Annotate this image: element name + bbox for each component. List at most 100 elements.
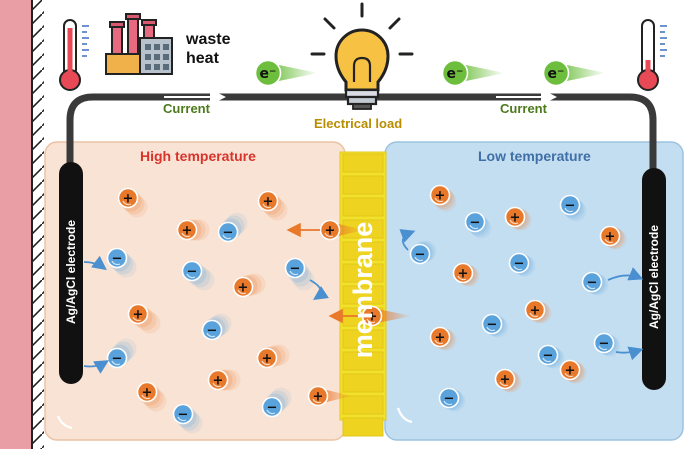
svg-text:+: + bbox=[325, 224, 336, 239]
right-electrode-label: Ag/AgCl electrode bbox=[647, 225, 661, 330]
cation-ion: + bbox=[232, 276, 254, 298]
anion-ion: − bbox=[172, 403, 194, 425]
svg-text:+: + bbox=[142, 386, 153, 401]
electrical-load-label: Electrical load bbox=[314, 116, 403, 131]
anion-path-arrow bbox=[607, 267, 644, 281]
corner-mark bbox=[56, 415, 73, 430]
anion-ion: − bbox=[409, 243, 431, 265]
anion-ion: − bbox=[181, 260, 203, 282]
electron-icon: e⁻ bbox=[441, 59, 469, 87]
svg-text:+: + bbox=[133, 308, 144, 323]
anion-ion: − bbox=[559, 194, 581, 216]
svg-text:+: + bbox=[182, 224, 193, 239]
svg-text:−: − bbox=[543, 349, 554, 364]
cation-ion: + bbox=[176, 219, 198, 241]
cation-ion: + bbox=[117, 187, 139, 209]
anion-ion: − bbox=[106, 347, 128, 369]
cation-ion: + bbox=[504, 206, 526, 228]
anion-ion: − bbox=[217, 221, 239, 243]
svg-text:−: − bbox=[415, 248, 426, 263]
cation-ion: + bbox=[452, 262, 474, 284]
cation-ion: + bbox=[257, 190, 279, 212]
corner-mark bbox=[396, 407, 413, 424]
anion-path-arrow bbox=[615, 346, 644, 361]
electron-trail bbox=[461, 64, 505, 82]
svg-text:−: − bbox=[290, 262, 301, 277]
anion-ion: − bbox=[438, 387, 460, 409]
waste-heat-label: waste heat bbox=[186, 30, 230, 68]
svg-text:e⁻: e⁻ bbox=[260, 66, 277, 82]
svg-text:+: + bbox=[238, 281, 249, 296]
svg-text:−: − bbox=[223, 226, 234, 241]
cation-ion: + bbox=[136, 381, 158, 403]
left-electrode bbox=[59, 162, 83, 384]
anion-ion: − bbox=[464, 211, 486, 233]
svg-text:+: + bbox=[565, 364, 576, 379]
svg-text:−: − bbox=[514, 257, 525, 272]
anion-ion: − bbox=[284, 257, 306, 279]
svg-text:−: − bbox=[565, 199, 576, 214]
waste-heat-line2: heat bbox=[186, 50, 219, 67]
svg-text:−: − bbox=[444, 392, 455, 407]
svg-text:+: + bbox=[262, 352, 273, 367]
wall-hatch-icon bbox=[0, 0, 44, 449]
high-temperature-chamber bbox=[44, 141, 346, 441]
cation-ion: + bbox=[361, 305, 383, 327]
thermometer-hot-icon bbox=[59, 19, 89, 91]
electron-trail bbox=[562, 64, 606, 82]
current-label-left: Current bbox=[163, 101, 210, 116]
electron-icon: e⁻ bbox=[254, 59, 282, 87]
current-label-right: Current bbox=[500, 101, 547, 116]
svg-text:−: − bbox=[178, 408, 189, 423]
low-temperature-chamber bbox=[384, 141, 684, 441]
cation-ion: + bbox=[127, 303, 149, 325]
anion-ion: − bbox=[581, 271, 603, 293]
cation-ion: + bbox=[524, 299, 546, 321]
anion-ion: − bbox=[508, 252, 530, 274]
cation-ion: + bbox=[429, 326, 451, 348]
cation-trail bbox=[372, 308, 412, 324]
svg-text:+: + bbox=[367, 310, 378, 325]
svg-text:−: − bbox=[207, 324, 218, 339]
lightbulb-icon bbox=[310, 2, 414, 110]
electron-icon: e⁻ bbox=[542, 59, 570, 87]
svg-text:+: + bbox=[435, 331, 446, 346]
cation-ion: + bbox=[599, 225, 621, 247]
svg-text:−: − bbox=[487, 318, 498, 333]
cation-ion: + bbox=[494, 368, 516, 390]
svg-text:−: − bbox=[187, 265, 198, 280]
anion-ion: − bbox=[481, 313, 503, 335]
right-electrode bbox=[642, 168, 666, 390]
anion-ion: − bbox=[201, 319, 223, 341]
cation-ion: + bbox=[559, 359, 581, 381]
svg-text:−: − bbox=[112, 352, 123, 367]
svg-text:+: + bbox=[435, 189, 446, 204]
cation-ion: + bbox=[307, 385, 329, 407]
svg-text:e⁻: e⁻ bbox=[548, 66, 565, 82]
svg-text:+: + bbox=[530, 304, 541, 319]
svg-text:−: − bbox=[112, 252, 123, 267]
anion-ion: − bbox=[106, 247, 128, 269]
thermometer-cold-icon bbox=[637, 19, 667, 91]
low-temperature-label: Low temperature bbox=[478, 148, 591, 164]
svg-text:e⁻: e⁻ bbox=[447, 66, 464, 82]
svg-text:+: + bbox=[313, 390, 324, 405]
svg-text:−: − bbox=[587, 276, 598, 291]
cation-ion: + bbox=[319, 219, 341, 241]
factory-icon bbox=[105, 13, 173, 75]
svg-text:+: + bbox=[213, 374, 224, 389]
svg-text:−: − bbox=[470, 216, 481, 231]
svg-text:+: + bbox=[123, 192, 134, 207]
anion-ion: − bbox=[593, 332, 615, 354]
anion-path-arrow bbox=[83, 360, 110, 374]
anion-ion: − bbox=[537, 344, 559, 366]
cation-ion: + bbox=[207, 369, 229, 391]
high-temperature-label: High temperature bbox=[140, 148, 256, 164]
svg-text:+: + bbox=[263, 195, 274, 210]
anion-ion: − bbox=[261, 396, 283, 418]
waste-heat-line1: waste bbox=[186, 31, 231, 48]
svg-text:+: + bbox=[510, 211, 521, 226]
cation-ion: + bbox=[429, 184, 451, 206]
